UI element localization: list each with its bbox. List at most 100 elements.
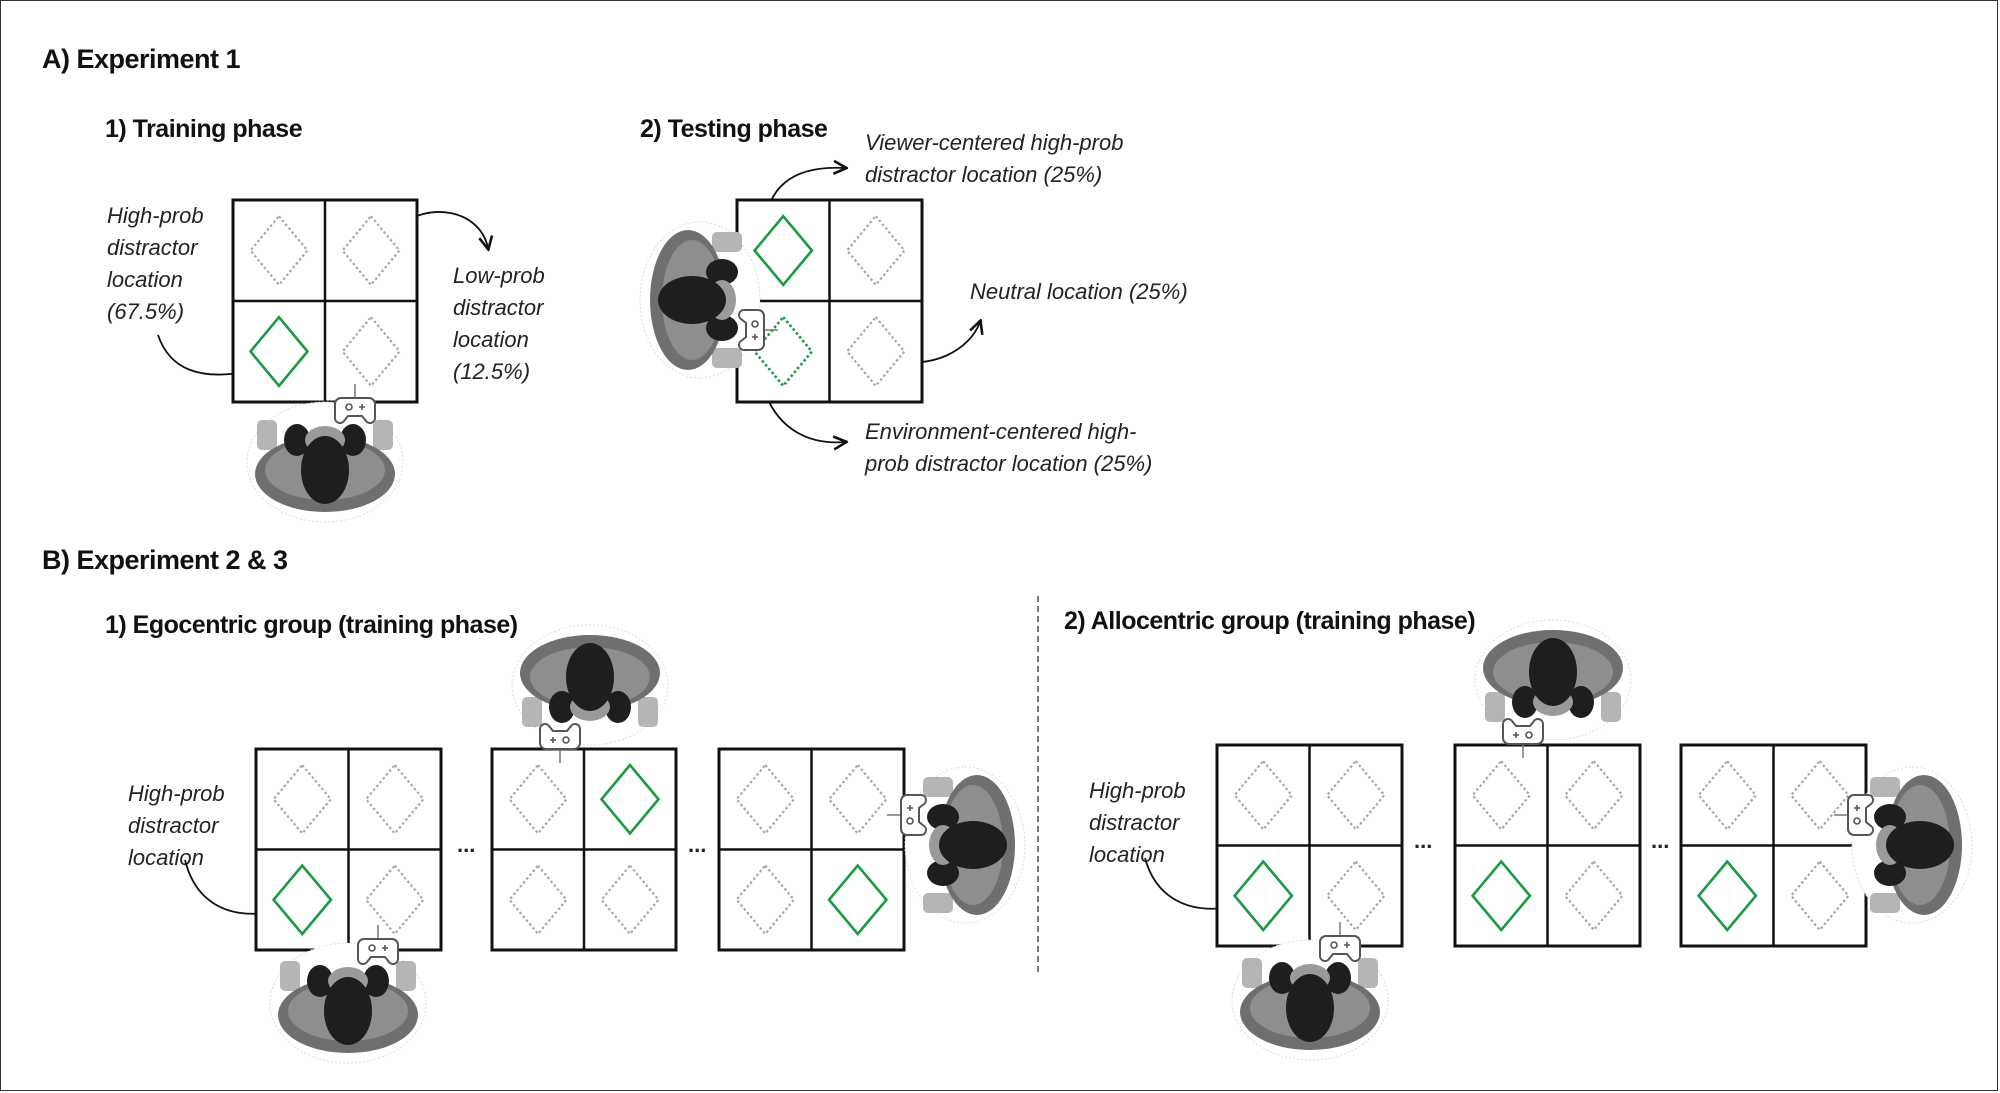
- participant-testing: [639, 221, 778, 379]
- annotation-line: location: [1089, 842, 1165, 867]
- ellipsis: ...: [1651, 828, 1670, 853]
- participant-ego-1: [269, 925, 427, 1064]
- allo-grid-2: [1453, 743, 1642, 948]
- high-prob-annotation: High-prob distractor location (67.5%): [107, 200, 204, 328]
- ego-grid-3: [717, 747, 906, 952]
- gamepad-icon: [738, 309, 778, 351]
- ego-high-prob-annotation: High-prob distractor location: [128, 778, 225, 874]
- allo-high-prob-annotation: High-prob distractor location: [1089, 775, 1186, 871]
- ego-grid-1: [254, 747, 443, 952]
- section-divider: [1037, 596, 1039, 972]
- annotation-line: Viewer-centered high-prob: [865, 130, 1124, 155]
- annotation-line: High-prob: [128, 781, 225, 806]
- person-hand: [280, 961, 300, 991]
- person-arm: [706, 259, 738, 285]
- gamepad-icon: [1834, 794, 1874, 836]
- annotation-line: location: [453, 327, 529, 352]
- section-b-title: B) Experiment 2 & 3: [42, 545, 288, 575]
- person-arm: [363, 965, 389, 997]
- gamepad-icon: [539, 723, 581, 763]
- target-diamond: [1696, 859, 1758, 932]
- training-grid: [231, 198, 419, 404]
- person-head: [1529, 638, 1577, 706]
- person-head: [566, 643, 614, 711]
- person-hand: [1485, 692, 1505, 722]
- person-arm: [307, 965, 333, 997]
- neutral-annotation: Neutral location (25%): [970, 279, 1188, 304]
- person-arm: [706, 315, 738, 341]
- target-diamond: [752, 214, 814, 287]
- environment-centered-annotation: Environment-centered high- prob distract…: [865, 416, 1152, 480]
- annotation-line: distractor: [107, 235, 198, 260]
- person-head: [1286, 974, 1334, 1042]
- annotation-line: location: [128, 845, 204, 870]
- gamepad-icon: [1319, 922, 1361, 962]
- viewer-centered-annotation: Viewer-centered high-prob distractor loc…: [865, 127, 1123, 191]
- gamepad-icon: [334, 384, 376, 424]
- person-arm: [927, 804, 959, 830]
- person-hand: [1870, 777, 1900, 797]
- person-hand: [923, 777, 953, 797]
- person-head: [301, 436, 349, 504]
- target-diamond: [599, 763, 661, 836]
- participant-allo-1: [1231, 922, 1389, 1061]
- annotation-line: distractor: [453, 295, 544, 320]
- annotation-line: (67.5%): [107, 299, 185, 324]
- ellipsis: ...: [457, 832, 476, 857]
- annotation-line: prob distractor location (25%): [865, 451, 1153, 476]
- person-hand: [1242, 958, 1262, 988]
- training-phase-title: 1) Training phase: [105, 115, 303, 143]
- person-arm: [1512, 686, 1538, 718]
- annotation-line: (12.5%): [453, 359, 531, 384]
- person-arm: [549, 691, 575, 723]
- target-diamond: [1470, 859, 1532, 932]
- person-arm: [605, 691, 631, 723]
- participant-allo-3: [1834, 766, 1973, 924]
- person-hand: [923, 893, 953, 913]
- person-hand: [638, 697, 658, 727]
- target-diamond: [248, 315, 310, 388]
- allocentric-title: 2) Allocentric group (training phase): [1064, 607, 1476, 635]
- allo-grid-3: [1679, 743, 1868, 948]
- annotation-line: High-prob: [107, 203, 204, 228]
- person-head: [939, 821, 1007, 869]
- section-a-title: A) Experiment 1: [42, 44, 241, 74]
- testing-grid: [735, 198, 924, 404]
- annotation-line: location: [107, 267, 183, 292]
- participant-ego-3: [887, 766, 1026, 924]
- target-diamond: [827, 863, 889, 936]
- target-diamond: [271, 863, 333, 936]
- annotation-line: Low-prob: [453, 263, 545, 288]
- gamepad-icon: [887, 794, 927, 836]
- person-head: [658, 276, 726, 324]
- person-hand: [373, 420, 393, 450]
- annotation-line: distractor: [128, 813, 219, 838]
- person-head: [1886, 821, 1954, 869]
- person-hand: [1358, 958, 1378, 988]
- participant-allo-2: [1474, 619, 1632, 758]
- gamepad-icon: [357, 925, 399, 965]
- person-arm: [340, 424, 366, 456]
- person-head: [324, 977, 372, 1045]
- annotation-line: Environment-centered high-: [865, 419, 1137, 444]
- arrow-environment-centered: [765, 394, 845, 442]
- person-arm: [284, 424, 310, 456]
- participant-training: [246, 384, 404, 523]
- person-arm: [927, 860, 959, 886]
- person-arm: [1269, 962, 1295, 994]
- low-prob-annotation: Low-prob distractor location (12.5%): [453, 260, 545, 388]
- person-hand: [396, 961, 416, 991]
- ellipsis: ...: [1414, 828, 1433, 853]
- person-hand: [712, 232, 742, 252]
- gamepad-icon: [1502, 718, 1544, 758]
- person-hand: [1870, 893, 1900, 913]
- annotation-line: distractor location (25%): [865, 162, 1103, 187]
- person-hand: [257, 420, 277, 450]
- ellipsis: ...: [688, 832, 707, 857]
- testing-phase-title: 2) Testing phase: [640, 115, 828, 143]
- ego-grid-2: [490, 747, 678, 952]
- annotation-line: distractor: [1089, 810, 1180, 835]
- participant-ego-2: [511, 624, 669, 763]
